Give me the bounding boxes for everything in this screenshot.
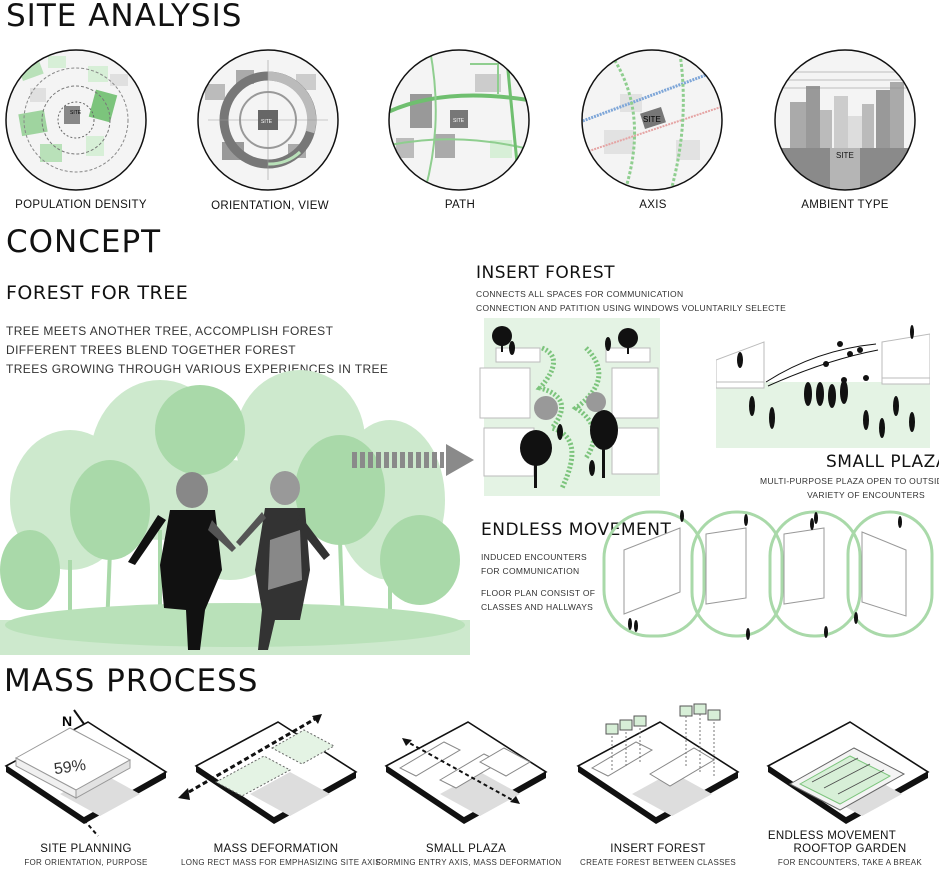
endless-movement-line: FOR COMMUNICATION — [481, 566, 580, 576]
endless-movement-title: ENDLESS MOVEMENT — [481, 520, 672, 540]
concept-title: CONCEPT — [6, 224, 162, 260]
insert-forest-text: CONNECTS ALL SPACES FOR COMMUNICATION CO… — [476, 287, 786, 315]
endless-movement-mass-diagram — [766, 721, 930, 824]
site-planning-diagram: N 59% — [4, 709, 168, 837]
step-title-insert-forest: INSERT FOREST — [610, 843, 706, 855]
orientation-view-map: SITE — [197, 49, 339, 191]
step-title-mass-deformation: MASS DEFORMATION — [213, 843, 339, 855]
insert-forest-title: INSERT FOREST — [476, 263, 616, 283]
caption-axis: AXIS — [639, 199, 667, 211]
step-title-site-planning: SITE PLANNING — [40, 843, 132, 855]
path-map: SITE — [388, 49, 530, 191]
ambient-type-map: SITE — [774, 49, 916, 191]
concept-heading: FOREST FOR TREE — [6, 282, 189, 304]
concept-line: DIFFERENT TREES BLEND TOGETHER FOREST — [6, 343, 296, 357]
step-subtitle-small-plaza: FORMING ENTRY AXIS, MASS DEFORMATION — [376, 858, 562, 867]
percent-label: 59% — [53, 757, 87, 778]
axis-map: SITE — [581, 49, 723, 191]
site-label-3: SITE — [453, 118, 465, 124]
insert-forest-line: CONNECTION AND PATITION USING WINDOWS VO… — [476, 303, 787, 313]
site-analysis-title: SITE ANALYSIS — [6, 0, 243, 34]
step-title-small-plaza: SMALL PLAZA — [425, 843, 507, 855]
endless-movement-line: INDUCED ENCOUNTERS — [481, 552, 587, 562]
mass-deformation-diagram — [178, 714, 358, 824]
small-plaza-line: VARIETY OF ENCOUNTERS — [807, 490, 925, 500]
small-plaza-text: MULTI-PURPOSE PLAZA OPEN TO OUTSIDERS VA… — [760, 474, 939, 502]
north-label: N — [62, 713, 72, 729]
concept-text: TREE MEETS ANOTHER TREE, ACCOMPLISH FORE… — [6, 322, 388, 379]
step-subtitle-site-planning: FOR ORIENTATION, PURPOSE — [24, 858, 148, 867]
forest-illustration — [0, 370, 470, 655]
site-label-4: SITE — [643, 115, 661, 124]
endless-movement-text: INDUCED ENCOUNTERS FOR COMMUNICATION FLO… — [481, 550, 595, 614]
mass-process-title: MASS PROCESS — [4, 663, 259, 699]
concept-arrow — [352, 444, 474, 476]
step-subtitle-insert-forest: CREATE FOREST BETWEEN CLASSES — [580, 858, 736, 867]
caption-orientation-view: ORIENTATION, VIEW — [211, 200, 329, 212]
mass-process-diagrams: N 59% — [4, 703, 930, 837]
step-title-rooftop-garden: ROOFTOP GARDEN — [793, 843, 907, 855]
small-plaza-line: MULTI-PURPOSE PLAZA OPEN TO OUTSIDERS — [760, 476, 939, 486]
step-subtitle-mass-deformation: LONG RECT MASS FOR EMPHASIZING SITE AXIS — [181, 858, 381, 867]
step-subtitle-endless-movement: FOR ENCOUNTERS, TAKE A BREAK — [777, 858, 923, 867]
caption-path: PATH — [444, 199, 476, 211]
endless-movement-line: FLOOR PLAN CONSIST OF — [481, 588, 596, 598]
site-label-1: SITE — [70, 110, 82, 116]
small-plaza-title: SMALL PLAZA — [826, 452, 939, 472]
insert-forest-line: CONNECTS ALL SPACES FOR COMMUNICATION — [476, 289, 684, 299]
site-label-5: SITE — [836, 151, 854, 160]
step-title-endless-movement: ENDLESS MOVEMENT — [767, 830, 897, 842]
small-plaza-diagram — [716, 325, 930, 448]
concept-line: TREE MEETS ANOTHER TREE, ACCOMPLISH FORE… — [6, 324, 334, 338]
population-density-map: SITE — [5, 49, 147, 191]
site-analysis-circles: SITE SITE — [5, 49, 916, 191]
insert-forest-mass-diagram — [576, 703, 740, 824]
caption-population-density: POPULATION DENSITY — [15, 199, 147, 211]
caption-ambient-type: AMBIENT TYPE — [801, 199, 889, 211]
site-label-2: SITE — [261, 119, 273, 125]
figures-holding-hands — [128, 471, 330, 650]
small-plaza-mass-diagram — [384, 721, 548, 824]
endless-movement-diagram — [602, 510, 934, 640]
insert-forest-diagram — [479, 318, 660, 496]
endless-movement-line: CLASSES AND HALLWAYS — [481, 602, 594, 612]
